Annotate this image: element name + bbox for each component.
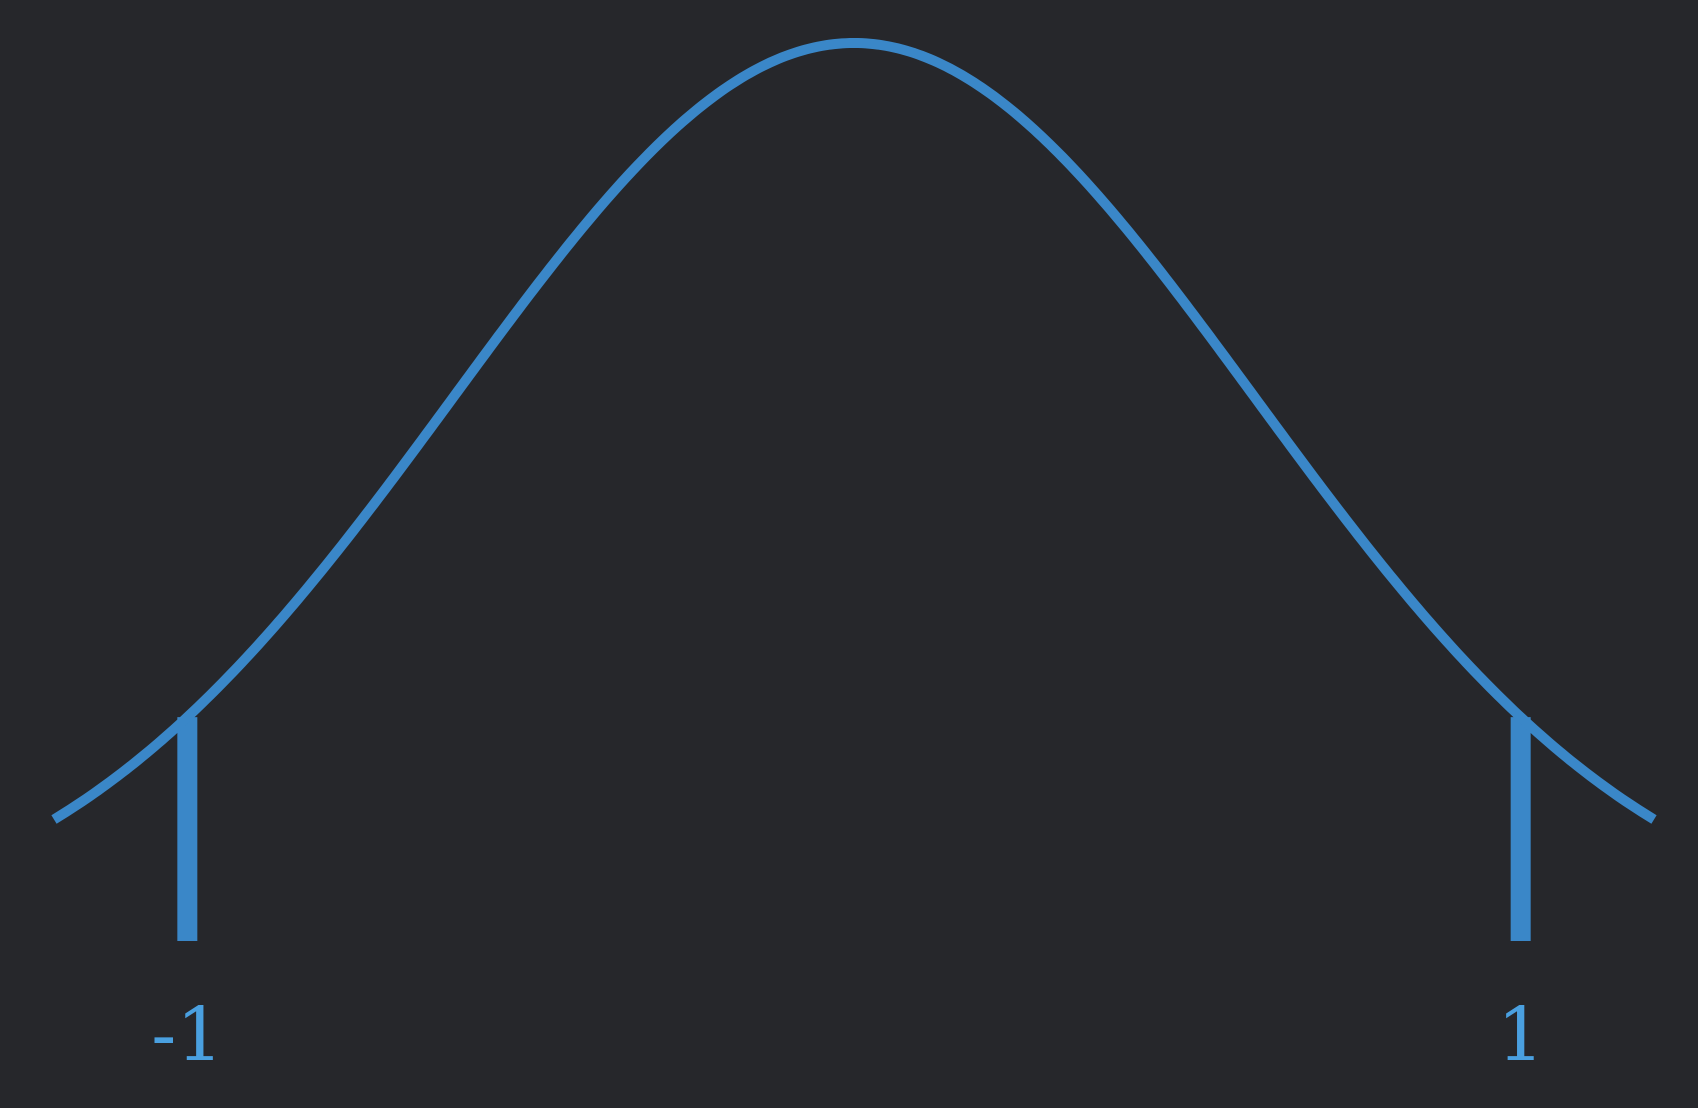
- tick-labels: -1 1: [151, 992, 1544, 1078]
- curve-group: [51, 38, 1657, 824]
- tick-label-left: -1: [151, 992, 223, 1078]
- curve-line: [51, 38, 1657, 824]
- marker-lines: [177, 717, 1531, 941]
- tick-label-right: 1: [1497, 992, 1544, 1078]
